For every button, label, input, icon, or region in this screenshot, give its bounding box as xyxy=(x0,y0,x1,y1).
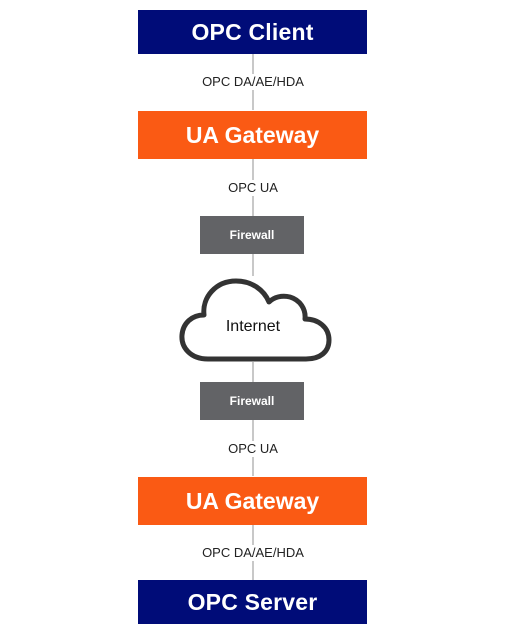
ua-gateway-bottom-box: UA Gateway xyxy=(138,477,367,525)
link-label-client-gateway: OPC DA/AE/HDA xyxy=(153,74,353,90)
link-label-firewall-gateway: OPC UA xyxy=(153,441,353,457)
opc-server-box: OPC Server xyxy=(138,580,367,624)
internet-label: Internet xyxy=(225,318,281,335)
connector-firewall-cloud xyxy=(252,254,254,276)
cloud-icon xyxy=(179,278,332,362)
opc-client-box: OPC Client xyxy=(138,10,367,54)
firewall-bottom-box: Firewall xyxy=(200,382,304,420)
ua-gateway-top-box: UA Gateway xyxy=(138,111,367,159)
connector-cloud-firewall xyxy=(252,362,254,382)
firewall-top-box: Firewall xyxy=(200,216,304,254)
link-label-gateway-server: OPC DA/AE/HDA xyxy=(153,545,353,561)
link-label-gateway-firewall: OPC UA xyxy=(153,180,353,196)
